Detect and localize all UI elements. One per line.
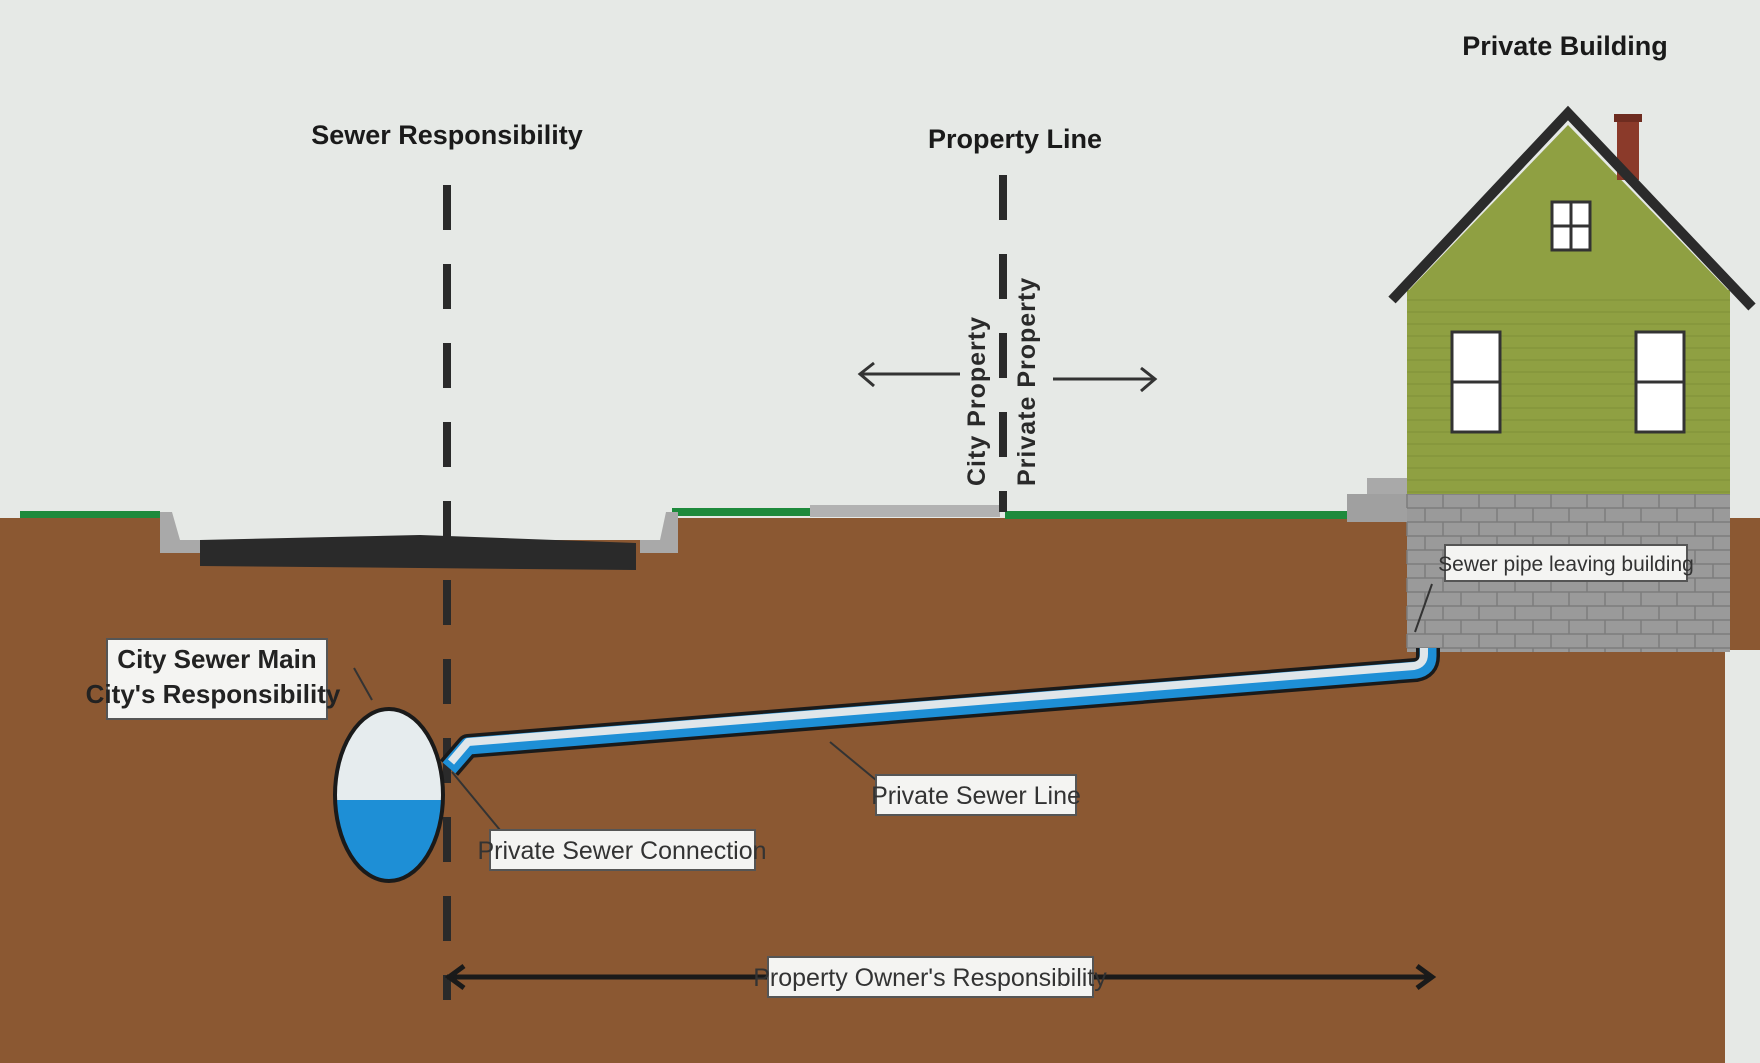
grass-left	[20, 511, 160, 518]
window-left	[1450, 330, 1502, 434]
roof	[1388, 105, 1756, 311]
chimney-cap	[1614, 114, 1642, 122]
sewer-responsibility-label: Sewer Responsibility	[311, 120, 583, 150]
sewer-pipe-leaving-label: Sewer pipe leaving building	[1438, 553, 1694, 576]
grass-middle	[672, 508, 812, 516]
leader-private-sewer-line	[829, 741, 877, 781]
city-sewer-main-label: City Sewer Main	[117, 644, 316, 674]
grass-right	[1005, 511, 1350, 519]
arrow-left-icon	[857, 361, 960, 388]
right-edge-strip	[1725, 650, 1760, 1063]
property-line-label: Property Line	[928, 124, 1102, 154]
arrow-right-icon	[1053, 366, 1158, 393]
leader-city-sewer-main	[353, 667, 373, 701]
private-building-label: Private Building	[1462, 31, 1668, 61]
sewer-pipe-leaving-box	[1444, 544, 1688, 582]
private-property-label: Private Property	[1013, 277, 1041, 486]
leader-sewer-connection	[451, 771, 501, 831]
road	[200, 535, 636, 570]
private-sewer-pipe-air	[447, 648, 1428, 765]
owner-responsibility-label: Property Owner's Responsibility	[753, 964, 1107, 992]
private-sewer-line-label: Private Sewer Line	[871, 782, 1081, 810]
curb-left	[160, 512, 200, 553]
private-sewer-line-box	[875, 774, 1077, 816]
city-responsibility-label: City's Responsibility	[86, 679, 341, 709]
attic-window	[1550, 200, 1592, 252]
window-right	[1634, 330, 1686, 434]
city-sewer-main-box	[106, 638, 328, 720]
house-step-lower	[1347, 494, 1407, 522]
private-sewer-connection-box	[489, 829, 756, 871]
city-property-label: City Property	[963, 316, 991, 486]
leader-sewer-pipe-leaving	[1414, 583, 1433, 633]
curb-right	[640, 512, 678, 553]
sidewalk	[810, 505, 1000, 517]
private-sewer-connection-label: Private Sewer Connection	[477, 837, 766, 865]
owner-responsibility-box	[767, 956, 1094, 998]
private-sewer-pipe-water	[442, 647, 1437, 774]
